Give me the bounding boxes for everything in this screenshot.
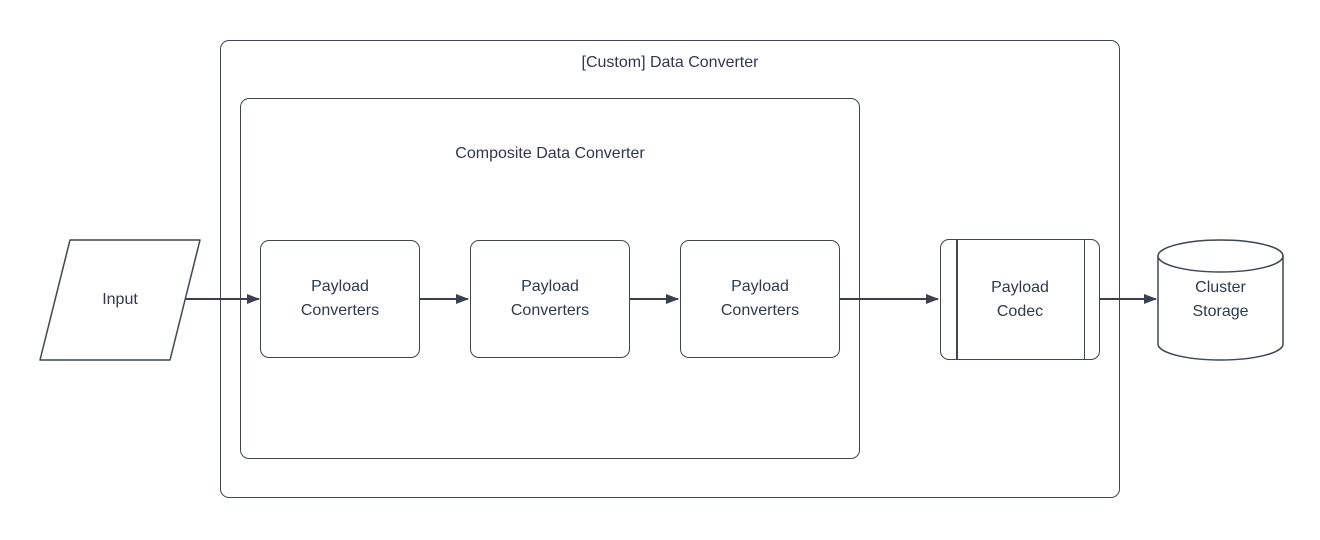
payload-converters-label-3: Payload Converters <box>720 278 800 319</box>
composite-data-converter-label: Composite Data Converter <box>455 145 645 162</box>
cluster-storage-cylinder-body <box>1157 256 1284 361</box>
payload-converters-box-1: Payload Converters <box>260 240 420 358</box>
payload-codec-label: Payload Codec <box>991 278 1049 320</box>
payload-codec-box: Payload Codec <box>940 239 1100 360</box>
cluster-storage-label: Cluster Storage <box>1192 279 1249 320</box>
payload-converters-label-1: Payload Converters <box>300 278 380 319</box>
input-parallelogram <box>39 239 201 361</box>
payload-converters-label-2: Payload Converters <box>510 278 590 319</box>
custom-data-converter-label: [Custom] Data Converter <box>581 54 759 71</box>
codec-inner-line-left <box>956 240 958 359</box>
payload-converters-box-3: Payload Converters <box>680 240 840 358</box>
custom-data-converter-container: [Custom] Data Converter <box>220 40 1120 498</box>
input-label: Input <box>102 291 138 308</box>
cluster-storage-cylinder-top <box>1157 239 1284 273</box>
composite-data-converter-container: Composite Data Converter <box>240 98 860 459</box>
codec-inner-line-right <box>1083 240 1085 359</box>
payload-converters-box-2: Payload Converters <box>470 240 630 358</box>
